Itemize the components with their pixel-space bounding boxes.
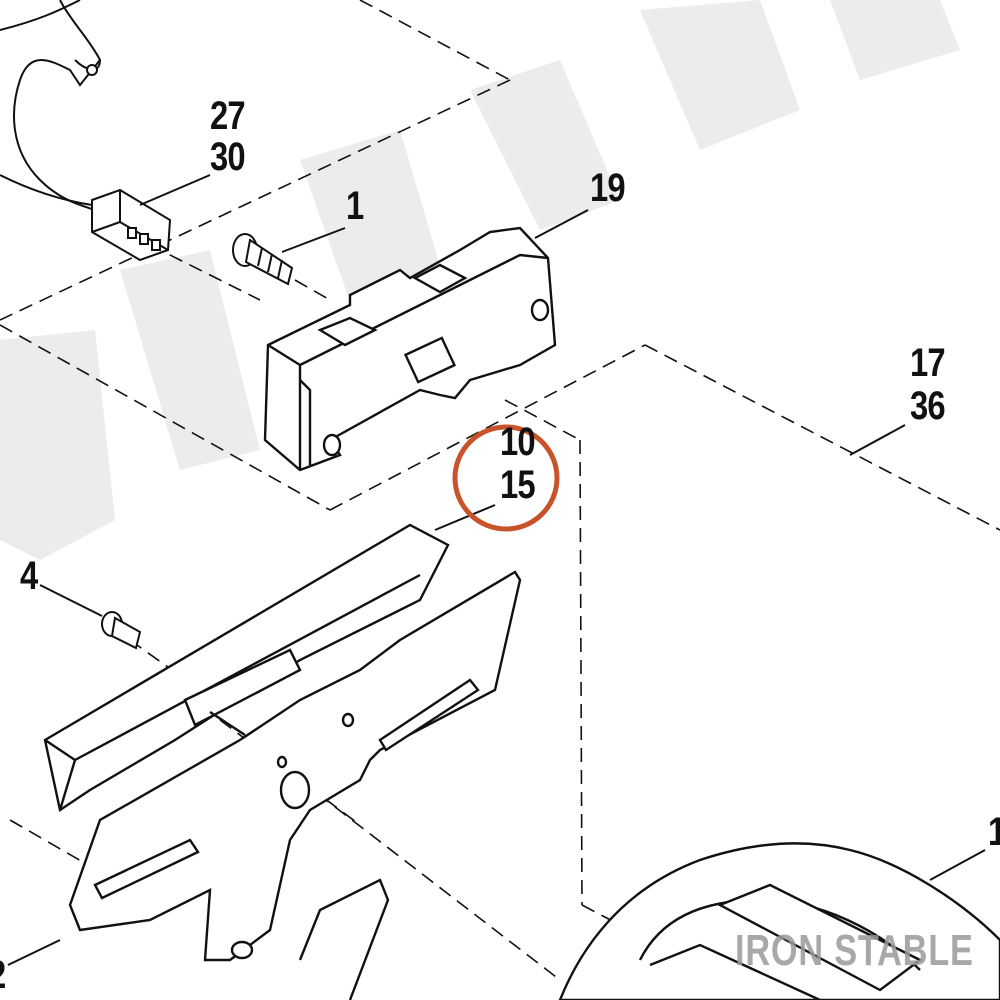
module-19 [263,226,557,472]
callout-leaders [7,174,986,966]
background-watermark [0,0,960,560]
callout-2: 2 [0,955,6,995]
wiring-harness [0,0,102,211]
callout-17: 17 [910,341,946,385]
callout-1: 1 [346,184,364,228]
callout-19: 19 [590,166,626,210]
highlight-circle [452,424,560,532]
tail-light-housing [558,842,1000,1000]
callout-4: 4 [20,554,38,598]
callout-27: 27 [210,94,246,138]
callout-15: 15 [500,463,536,507]
callout-30: 30 [210,135,246,179]
callout-36: 36 [910,384,946,428]
bracket-10-15 [43,523,450,812]
brand-watermark: IRON STABLE [735,926,974,975]
callout-10: 10 [500,420,536,464]
mounting-plate [68,570,522,1000]
connector-plug [91,188,172,262]
screw-1 [232,233,294,286]
callout-1-right: 1 [988,812,1000,852]
screw-4 [101,611,142,650]
